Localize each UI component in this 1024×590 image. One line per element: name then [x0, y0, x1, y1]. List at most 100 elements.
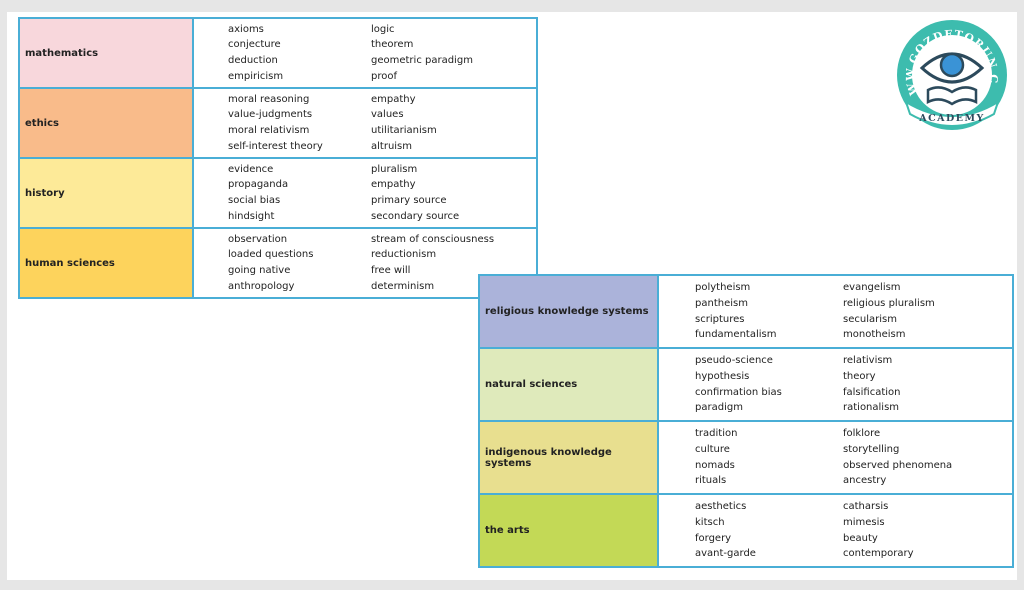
terms-column-right: logic theorem geometric paradigm proof: [371, 22, 514, 84]
term-item: catharsis: [843, 501, 889, 513]
category-label: mathematics: [18, 17, 194, 89]
term-item: geometric paradigm: [371, 55, 473, 66]
table-row: natural sciences pseudo-science hypothesis…: [478, 347, 1014, 422]
term-item: going native: [228, 265, 291, 276]
term-item: anthropology: [228, 280, 295, 292]
term-item: propaganda: [228, 179, 289, 191]
table-row: mathematics axioms conjecture deduction empi…: [18, 17, 538, 89]
term-item: deduction: [228, 55, 278, 66]
term-item: determinism: [371, 280, 435, 292]
term-item: moral reasoning: [228, 93, 310, 105]
term-item: relativism: [843, 355, 893, 367]
term-item: storytelling: [843, 443, 900, 455]
term-item: evidence: [228, 163, 274, 175]
category-label: ethics: [18, 87, 194, 159]
term-item: kitsch: [695, 516, 725, 528]
logo-banner-text: ACADEMY: [918, 113, 985, 124]
term-item: tradition: [695, 428, 738, 440]
term-item: empiricism: [228, 70, 284, 82]
term-item: forgery: [695, 532, 732, 544]
category-label: human sciences: [18, 227, 194, 299]
term-item: avant-garde: [695, 548, 756, 560]
eye-pupil-icon: [939, 52, 965, 78]
table-row: human sciences observation loaded question…: [18, 227, 538, 299]
term-item: value-judgments: [228, 109, 313, 121]
term-item: falsification: [843, 386, 901, 398]
term-item: rituals: [695, 475, 727, 487]
open-book-icon: [926, 86, 978, 106]
term-item: utilitarianism: [371, 125, 437, 136]
category-label: indigenous knowledge systems: [478, 420, 659, 495]
eye-icon: [919, 52, 985, 84]
term-item: confirmation bias: [695, 386, 782, 398]
term-item: pseudo-science: [695, 355, 773, 367]
terms-column-left: observation loaded questions going native a…: [228, 232, 371, 294]
term-item: fundamentalism: [695, 329, 777, 341]
term-item: ancestry: [843, 475, 887, 487]
terms-cell: evidence propaganda social bias hindsight pl…: [192, 157, 538, 229]
terms-cell: pseudo-science hypothesis confirmation bia…: [657, 347, 1014, 422]
term-item: contemporary: [843, 548, 914, 560]
term-item: theory: [843, 370, 876, 382]
term-item: self-interest theory: [228, 140, 323, 152]
term-item: hindsight: [228, 210, 275, 222]
terms-column-left: aesthetics kitsch forgery avant-garde: [695, 499, 843, 561]
table-row: the arts aesthetics kitsch forgery avant-gar…: [478, 493, 1014, 568]
term-item: altruism: [371, 140, 413, 152]
terms-column-right: folklore storytelling observed phenomena an…: [843, 426, 991, 488]
term-item: reductionism: [371, 249, 437, 261]
term-item: proof: [371, 70, 397, 82]
category-label: the arts: [478, 493, 659, 568]
term-item: moral relativism: [228, 125, 310, 136]
terms-column-right: stream of consciousness reductionism free …: [371, 232, 514, 294]
terms-cell: moral reasoning value-judgments moral rela…: [192, 87, 538, 159]
term-item: conjecture: [228, 39, 281, 51]
category-label: history: [18, 157, 194, 229]
term-item: axioms: [228, 23, 264, 35]
terms-column-left: moral reasoning value-judgments moral rela…: [228, 92, 371, 154]
terms-column-left: evidence propaganda social bias hindsight: [228, 162, 371, 224]
terms-column-left: axioms conjecture deduction empiricism: [228, 22, 371, 84]
logo-emblem-icon: WWW.GOZDETORUN.COM ACADEMY: [884, 8, 1007, 130]
term-item: scriptures: [695, 313, 745, 325]
term-item: logic: [371, 23, 395, 35]
term-item: observation: [228, 233, 288, 245]
term-item: beauty: [843, 532, 878, 544]
term-item: secondary source: [371, 210, 460, 222]
term-item: folklore: [843, 428, 881, 440]
term-item: observed phenomena: [843, 459, 953, 471]
term-item: aesthetics: [695, 501, 747, 513]
term-item: free will: [371, 265, 411, 276]
term-item: empathy: [371, 179, 416, 191]
term-item: rationalism: [843, 402, 900, 414]
knowledge-table-1: mathematics axioms conjecture deduction empi…: [18, 17, 538, 299]
table-row: history evidence propaganda social bias hind…: [18, 157, 538, 229]
category-label: religious knowledge systems: [478, 274, 659, 349]
term-item: monotheism: [843, 329, 906, 341]
term-item: social bias: [228, 195, 281, 206]
term-item: theorem: [371, 39, 414, 51]
terms-column-left: pseudo-science hypothesis confirmation bia…: [695, 353, 843, 415]
term-item: nomads: [695, 459, 735, 471]
term-item: stream of consciousness: [371, 233, 495, 245]
term-item: paradigm: [695, 402, 743, 414]
term-item: evangelism: [843, 282, 901, 294]
category-label: natural sciences: [478, 347, 659, 422]
terms-cell: axioms conjecture deduction empiricism logic…: [192, 17, 538, 89]
term-item: loaded questions: [228, 249, 314, 261]
term-item: pluralism: [371, 163, 418, 175]
terms-column-right: relativism theory falsification rationalism: [843, 353, 991, 415]
term-item: hypothesis: [695, 370, 750, 382]
terms-cell: aesthetics kitsch forgery avant-garde cathar…: [657, 493, 1014, 568]
term-item: empathy: [371, 93, 416, 105]
